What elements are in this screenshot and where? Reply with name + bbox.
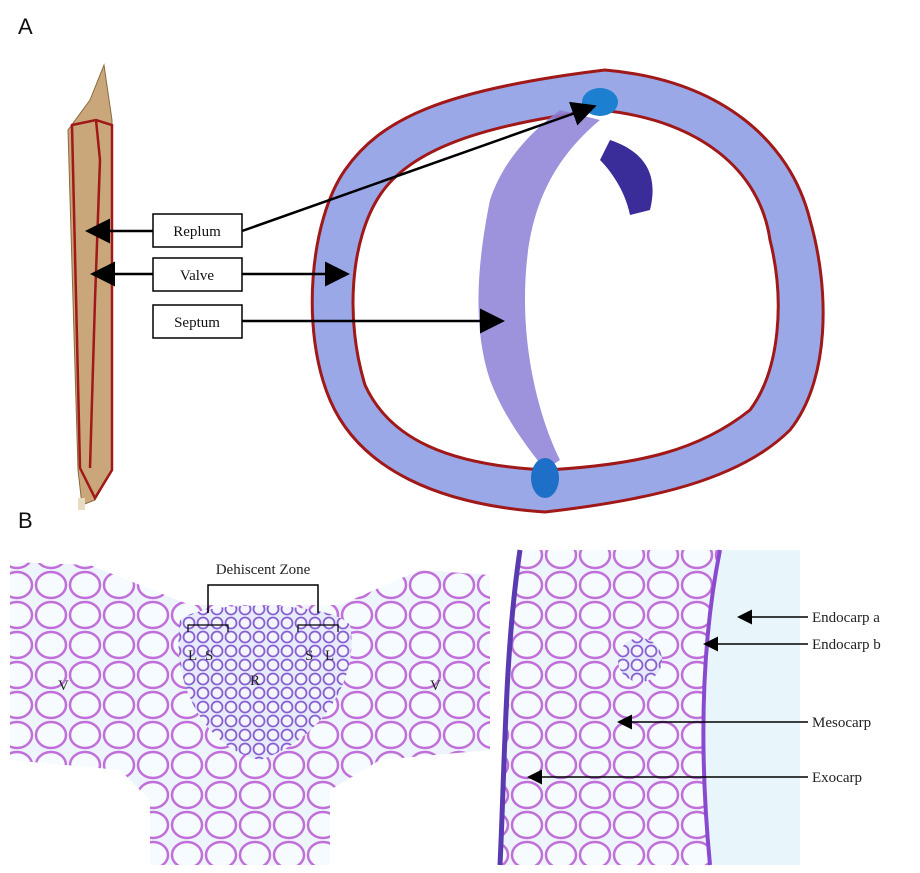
dehiscent-zone-bracket: [207, 584, 319, 613]
septum-label: Septum: [174, 315, 220, 331]
valve-label: Valve: [180, 268, 214, 284]
replum-arrow-right: [241, 101, 597, 233]
pericarp-labels: Endocarp a Endocarp b Mesocarp Exocarp: [527, 609, 881, 786]
marker-s-right: S: [305, 648, 313, 664]
marker-l-right: L: [325, 648, 334, 664]
silique-photo: [67, 63, 114, 510]
valve-box: [152, 257, 243, 292]
endocarp-a-label: Endocarp a: [812, 610, 880, 626]
endocarp-b-label: Endocarp b: [812, 637, 881, 653]
micrograph-pericarp: [497, 549, 800, 866]
dehiscent-zone-label: Dehiscent Zone: [216, 562, 311, 578]
marker-l-left: L: [188, 648, 197, 664]
panel-label-b: B: [18, 508, 33, 533]
marker-s-left: S: [205, 648, 213, 664]
marker-v-right: V: [430, 678, 441, 694]
panel-label-a: A: [18, 14, 33, 39]
replum-label: Replum: [173, 224, 221, 240]
cross-section: [310, 68, 825, 514]
septum-box: [152, 304, 243, 339]
callout-boxes: Replum Valve Septum: [85, 101, 597, 339]
marker-v-left: V: [58, 678, 69, 694]
mesocarp-label: Mesocarp: [812, 715, 871, 731]
exocarp-label: Exocarp: [812, 770, 862, 786]
micrograph-dehiscent-zone: Dehiscent Zone L S R S L V V: [10, 562, 490, 865]
marker-r: R: [250, 673, 260, 689]
